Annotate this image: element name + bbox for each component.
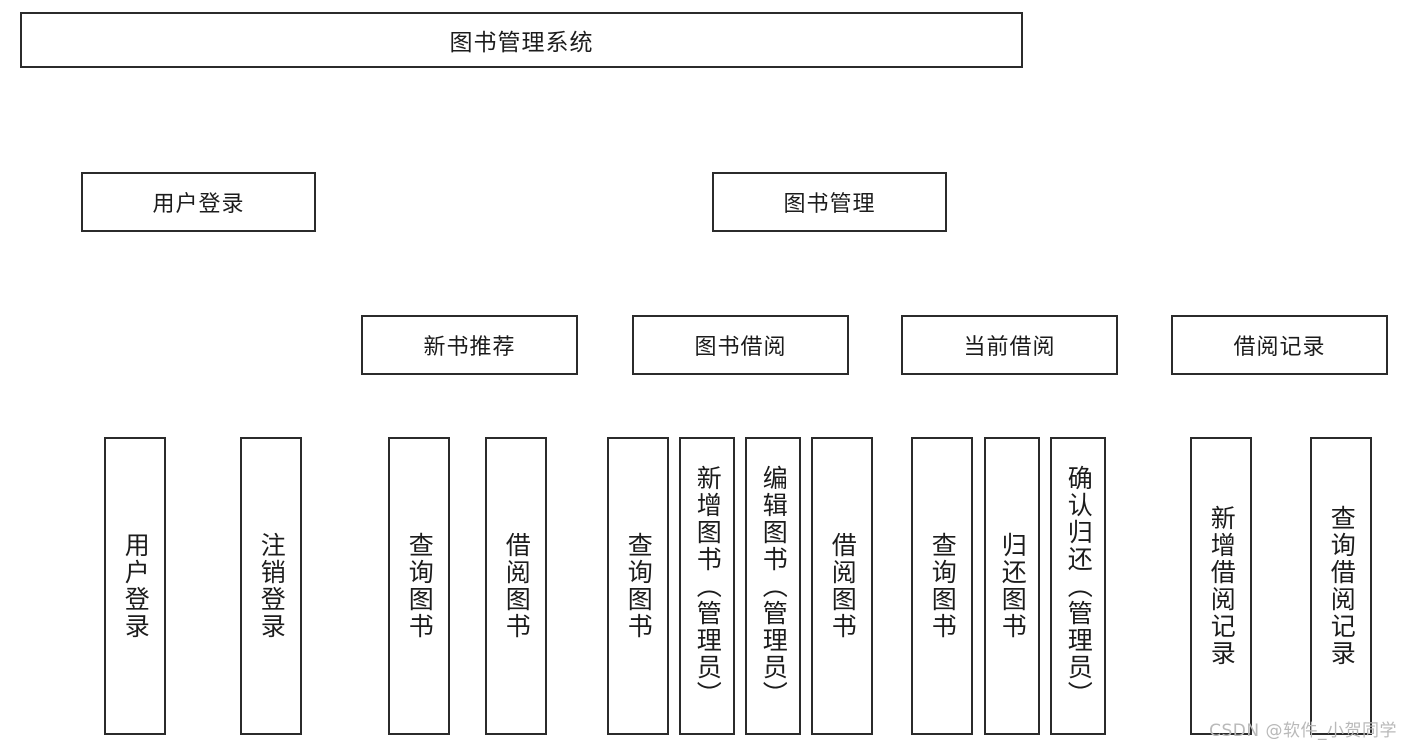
leaf-node-9: 归还图书 [984, 437, 1040, 735]
node-label: 注销登录 [257, 532, 287, 640]
root-node-0: 图书管理系统 [20, 12, 1023, 68]
node-label: 图书管理 [783, 192, 876, 217]
level3-node-1: 图书借阅 [632, 315, 849, 375]
level3-node-2: 当前借阅 [901, 315, 1118, 375]
level3-node-0: 新书推荐 [361, 315, 578, 375]
node-label: 图书借阅 [694, 335, 787, 360]
leaf-node-8: 查询图书 [911, 437, 973, 735]
node-label: 查询借阅记录 [1327, 505, 1357, 667]
node-label: 查询图书 [928, 532, 958, 640]
level2-node-0: 用户登录 [81, 172, 316, 232]
node-label: 借阅记录 [1233, 335, 1326, 360]
leaf-node-10: 确认归还（管理员） [1050, 437, 1106, 735]
node-label: 查询图书 [624, 532, 654, 640]
leaf-node-7: 借阅图书 [811, 437, 873, 735]
level2-node-1: 图书管理 [712, 172, 947, 232]
leaf-node-11: 新增借阅记录 [1190, 437, 1252, 735]
node-label: 新增图书（管理员） [693, 464, 723, 708]
leaf-node-6: 编辑图书（管理员） [745, 437, 801, 735]
leaf-node-1: 注销登录 [240, 437, 302, 735]
node-label: 图书管理系统 [449, 30, 594, 56]
node-label: 用户登录 [152, 192, 245, 217]
node-label: 归还图书 [998, 532, 1028, 640]
leaf-node-2: 查询图书 [388, 437, 450, 735]
leaf-node-3: 借阅图书 [485, 437, 547, 735]
node-label: 借阅图书 [502, 532, 532, 640]
node-label: 新增借阅记录 [1207, 505, 1237, 667]
node-label: 借阅图书 [828, 532, 858, 640]
node-label: 编辑图书（管理员） [759, 464, 789, 708]
node-label: 当前借阅 [963, 335, 1056, 360]
leaf-node-0: 用户登录 [104, 437, 166, 735]
node-label: 确认归还（管理员） [1064, 464, 1094, 708]
leaf-node-12: 查询借阅记录 [1310, 437, 1372, 735]
node-label: 新书推荐 [423, 335, 516, 360]
node-label: 用户登录 [121, 532, 151, 640]
level3-node-3: 借阅记录 [1171, 315, 1388, 375]
leaf-node-4: 查询图书 [607, 437, 669, 735]
node-label: 查询图书 [405, 532, 435, 640]
leaf-node-5: 新增图书（管理员） [679, 437, 735, 735]
